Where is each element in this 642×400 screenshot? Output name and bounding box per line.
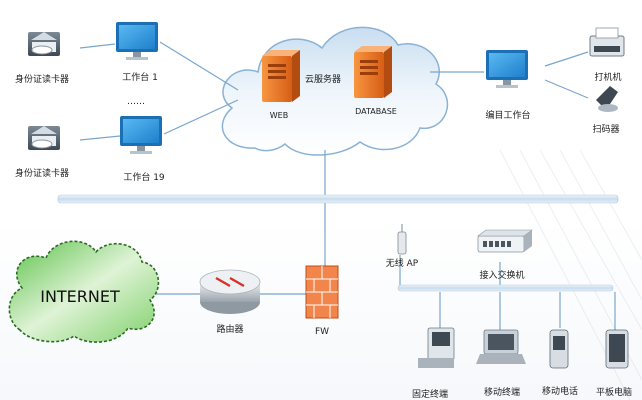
printer-label: 打机机 bbox=[594, 71, 621, 83]
monitor-icon bbox=[120, 116, 162, 154]
mobile-phone bbox=[549, 329, 569, 369]
antenna-icon bbox=[397, 231, 407, 255]
fixed-terminal bbox=[418, 327, 455, 368]
wireless-ap bbox=[397, 224, 407, 255]
monitor-icon bbox=[116, 22, 158, 60]
card-reader-icon bbox=[27, 125, 61, 151]
cloud-server-label: 云服务器 bbox=[305, 73, 341, 85]
card-reader-icon bbox=[27, 31, 61, 57]
card-reader-2 bbox=[27, 125, 61, 151]
router-icon bbox=[215, 276, 245, 288]
router-label: 路由器 bbox=[216, 323, 243, 335]
server-icon bbox=[354, 46, 392, 98]
monitor-icon bbox=[486, 50, 528, 88]
router bbox=[199, 269, 261, 314]
cloud-server-cloud bbox=[221, 26, 449, 156]
tablet-label: 平板电脑 bbox=[596, 386, 632, 398]
scanner-icon bbox=[596, 86, 618, 110]
workstation-19 bbox=[120, 116, 162, 154]
access-switch-label: 接入交换机 bbox=[479, 269, 524, 281]
database-server bbox=[354, 46, 392, 98]
edit-workstation-label: 编目工作台 bbox=[485, 109, 530, 121]
card-reader-1 bbox=[27, 31, 61, 57]
printer bbox=[589, 27, 625, 57]
mobile-terminal bbox=[476, 329, 526, 364]
connection-lines bbox=[79, 41, 616, 330]
card-reader-2-label: 身份证读卡器 bbox=[15, 167, 69, 179]
lower-bus bbox=[397, 284, 614, 292]
fixed-terminal-label: 固定终端 bbox=[412, 388, 448, 400]
card-reader-1-label: 身份证读卡器 bbox=[15, 73, 69, 85]
firewall bbox=[305, 265, 339, 319]
workstation-1-label: 工作台 1 bbox=[122, 71, 158, 83]
workstation-19-label: 工作台 19 bbox=[123, 171, 165, 183]
firewall-label: FW bbox=[315, 327, 329, 337]
web-server bbox=[262, 50, 300, 102]
scanner-label: 扫码器 bbox=[592, 123, 619, 135]
ellipsis-label: …… bbox=[127, 97, 145, 107]
database-label: DATABASE bbox=[355, 107, 397, 116]
tablet bbox=[605, 329, 629, 369]
mobile-phone-label: 移动电话 bbox=[542, 385, 578, 397]
mobile-terminal-label: 移动终端 bbox=[484, 386, 520, 398]
workstation-1 bbox=[116, 22, 158, 60]
internet-cloud bbox=[8, 240, 160, 343]
scanner bbox=[596, 86, 618, 112]
web-label: WEB bbox=[270, 111, 288, 120]
server-icon bbox=[262, 50, 300, 102]
access-switch bbox=[477, 229, 533, 253]
edit-workstation bbox=[486, 50, 528, 88]
internet-label: INTERNET bbox=[40, 287, 120, 306]
main-bus bbox=[57, 194, 619, 204]
wireless-ap-label: 无线 AP bbox=[386, 257, 419, 269]
